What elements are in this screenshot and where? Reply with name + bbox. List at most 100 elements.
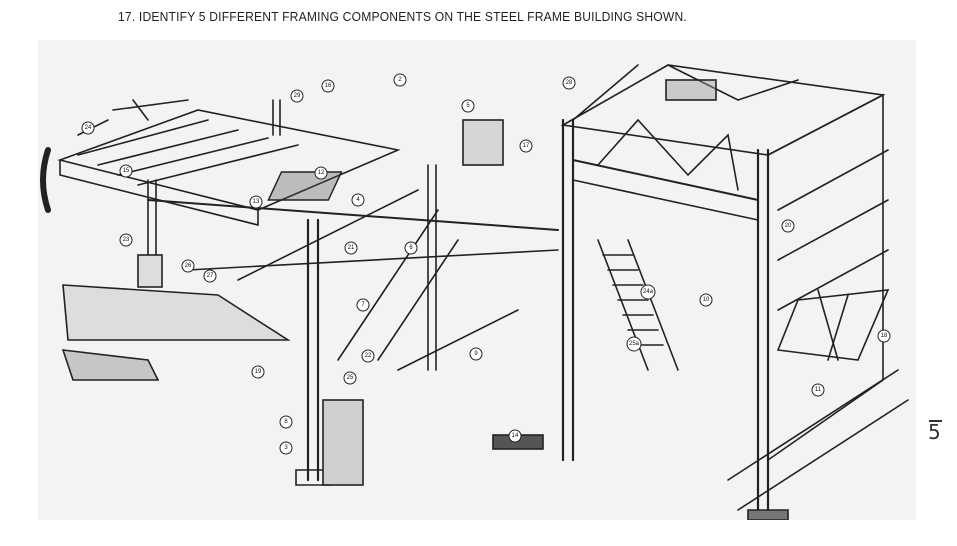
left-edge-mark [40,147,51,213]
points-number: 5 [928,420,941,444]
callout-16: 16 [321,79,335,93]
steel-frame-drawing: 2 5 12 13 15 16 4 17 24 27 28 29 21 23 2… [40,64,909,520]
callout-12: 12 [314,166,328,180]
svg-text:11: 11 [815,387,822,393]
truss-web [597,118,739,191]
callout-11: 11 [811,383,825,397]
callout-8: 8 [279,415,293,429]
callout-3: 3 [279,441,293,455]
roof-frame-outline [57,109,401,211]
callout-6: 6 [404,241,418,255]
svg-text:19: 19 [255,369,262,375]
svg-text:29: 29 [294,93,301,99]
concrete-slab [62,284,291,341]
roof-joist [137,144,299,186]
callout-2: 2 [393,73,407,87]
stair-stringer [597,239,679,371]
callout-7: 7 [356,298,370,312]
svg-text:17: 17 [523,143,530,149]
portal-girder [572,179,759,221]
callout-4: 4 [351,193,365,207]
column-footing [747,509,789,520]
beam [187,249,559,271]
svg-text:15: 15 [123,168,130,174]
column-base [137,254,163,288]
bracing [237,189,419,281]
portal-column [561,118,575,462]
callout-26: 26 [181,259,195,273]
callout-10: 10 [699,293,713,307]
girder [147,199,559,231]
beam [397,309,519,371]
svg-text:9: 9 [474,351,478,357]
points-value: 5 [928,420,942,444]
callout-25: 25 [343,371,357,385]
roof-purlin [572,64,799,121]
svg-text:14: 14 [512,433,519,439]
callout-21: 21 [344,241,358,255]
roof-frame-right [560,64,886,156]
brick-wall [322,399,364,486]
callout-29: 29 [290,89,304,103]
roof-joist [97,129,239,166]
stair-tread [602,254,664,346]
callout-18: 18 [877,329,891,343]
callout-13: 13 [249,195,263,209]
svg-text:22: 22 [365,353,372,359]
column-stub [272,99,281,136]
svg-text:6: 6 [409,245,413,251]
svg-text:21: 21 [348,245,355,251]
svg-text:18: 18 [881,333,888,339]
steel-frame-illustration: 2 5 12 13 15 16 4 17 24 27 28 29 21 23 2… [38,40,916,520]
callout-22: 22 [361,349,375,363]
svg-text:28: 28 [566,80,573,86]
roof-joist [117,137,269,176]
callout-24: 24 [81,121,95,135]
foundation-line [727,369,909,511]
svg-text:25: 25 [347,375,354,381]
callout-14: 14 [508,429,522,443]
svg-text:5: 5 [466,103,470,109]
svg-text:2: 2 [398,77,402,83]
callout-5: 5 [461,99,475,113]
svg-text:24a: 24a [643,289,654,295]
callout-20: 20 [781,219,795,233]
brick-wall [462,119,504,166]
stair-stringer [337,209,459,361]
brace-frame [776,289,890,361]
svg-text:25a: 25a [629,341,640,347]
callout-19: 19 [251,365,265,379]
svg-text:7: 7 [361,302,365,308]
callout-28: 28 [562,76,576,90]
portal-column [756,148,770,512]
callout-27: 27 [203,269,217,283]
portal-girder [572,159,759,201]
callout-25a: 25a [626,336,642,352]
svg-text:27: 27 [207,273,214,279]
question-text: 17. IDENTIFY 5 DIFFERENT FRAMING COMPONE… [118,9,687,24]
roof-grating [665,79,717,101]
callout-17: 17 [519,139,533,153]
svg-text:24: 24 [85,125,92,131]
roof-joist [77,119,209,156]
svg-text:13: 13 [253,199,260,205]
svg-text:3: 3 [284,445,288,451]
svg-text:20: 20 [785,223,792,229]
side-wall-frame [767,93,884,461]
svg-text:10: 10 [703,297,710,303]
svg-text:16: 16 [325,83,332,89]
callout-24a: 24a [640,284,656,300]
svg-text:8: 8 [284,419,288,425]
callout-9: 9 [469,347,483,361]
svg-text:12: 12 [318,170,325,176]
svg-text:23: 23 [123,237,130,243]
girt [777,149,889,311]
svg-text:4: 4 [356,197,360,203]
callout-23: 23 [119,233,133,247]
svg-text:26: 26 [185,263,192,269]
callout-15: 15 [119,164,133,178]
column [427,164,437,371]
points-overline [929,420,942,422]
x-brace [817,289,849,361]
roof-edge-beam [59,159,259,227]
